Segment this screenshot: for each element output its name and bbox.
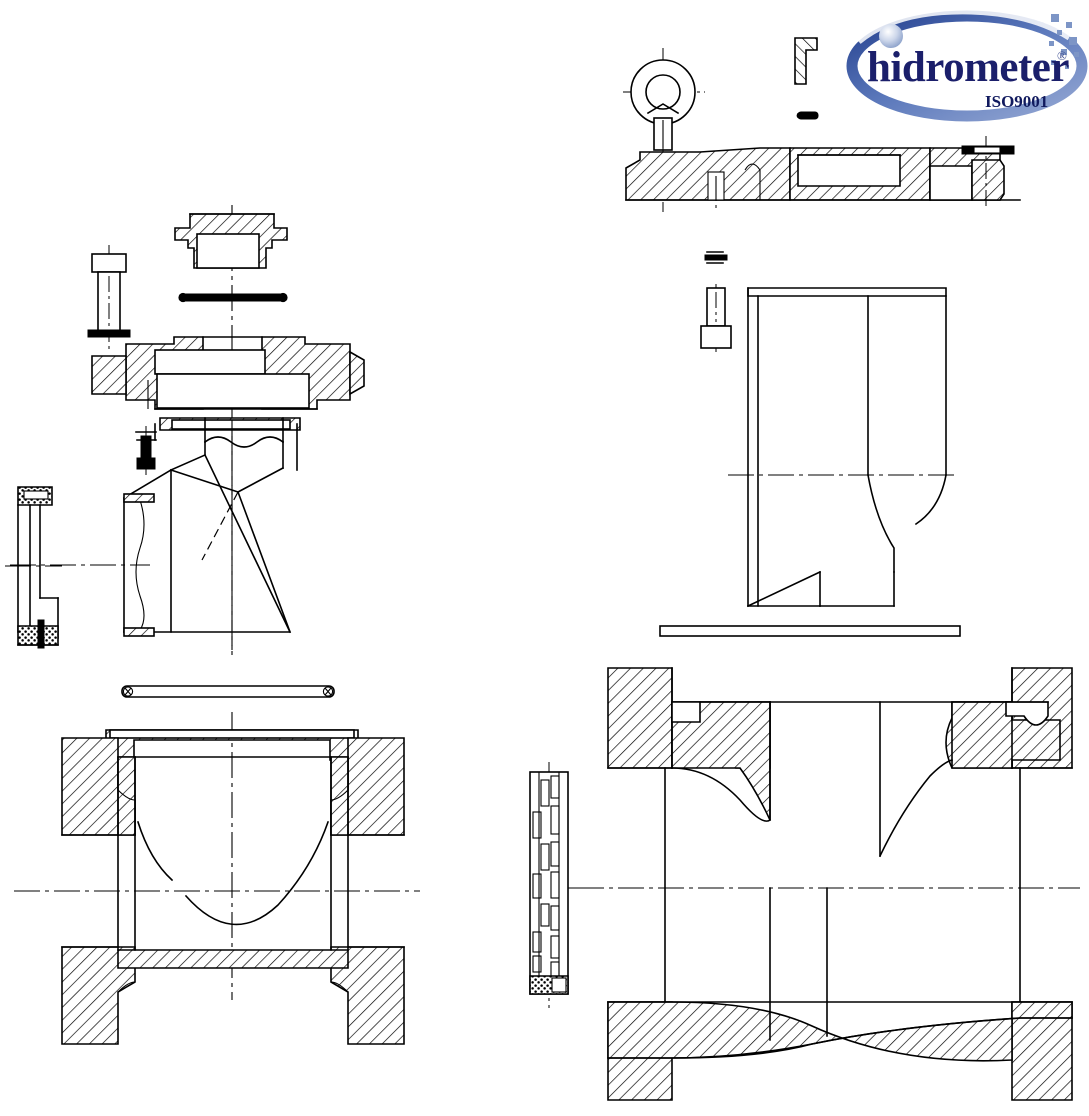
part-hex-bolt — [87, 245, 131, 352]
part-clip-bracket — [794, 37, 818, 85]
part-flat-plate — [659, 625, 961, 637]
part-body-gasket — [121, 685, 335, 698]
part-shoulder-screw — [700, 284, 732, 352]
logo-pixel-dots — [1049, 14, 1079, 69]
part-o-ring — [178, 292, 288, 303]
brand-logo: hidrometer ® ISO9001 — [845, 8, 1089, 126]
view-lateral-branch — [10, 417, 298, 655]
view-screen-element — [529, 762, 600, 1008]
view-bonnet-section — [623, 37, 1021, 212]
part-set-screw-branch — [136, 432, 157, 478]
part-body-seat — [159, 417, 301, 431]
view-spool-body — [578, 667, 1080, 1101]
part-eye-bolt — [623, 48, 705, 151]
registered-mark-icon: ® — [1057, 48, 1067, 63]
part-dowel-pin — [796, 111, 819, 120]
part-bonnet-plate — [625, 136, 1021, 212]
view-cover-assembly — [87, 205, 365, 650]
part-bushing-cap — [174, 213, 288, 269]
logo-ellipse-ring — [846, 10, 1088, 122]
logo-wordmark: hidrometer — [867, 44, 1069, 91]
part-pin — [704, 251, 728, 264]
logo-certification: ISO9001 — [985, 92, 1049, 111]
part-sleeve — [746, 287, 947, 608]
part-bonnet-flange — [91, 336, 365, 410]
logo-graphic — [846, 9, 1088, 122]
view-seal-ring-section — [5, 486, 62, 649]
view-valve-body — [14, 685, 420, 1045]
view-sleeve-liner — [659, 251, 961, 637]
logo-sphere — [879, 24, 903, 48]
